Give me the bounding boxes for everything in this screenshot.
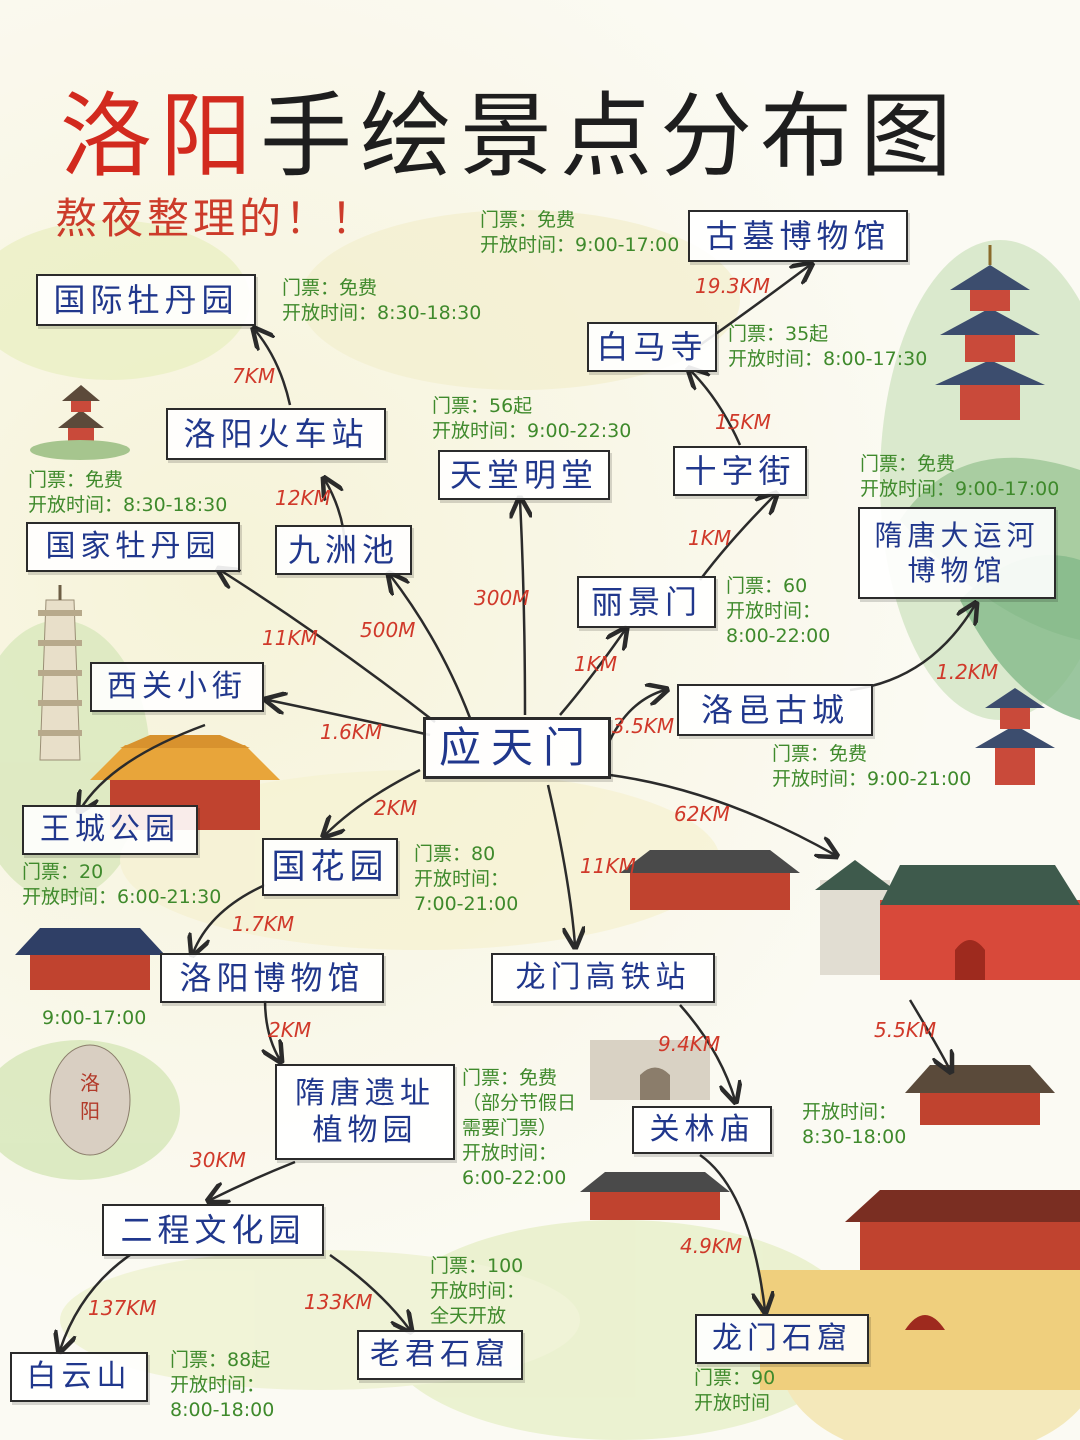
small-pagoda-left <box>30 385 130 460</box>
spot-gumu[interactable]: 古墓博物馆 <box>688 210 908 262</box>
distance-pagoda-hall: 62KM <box>674 802 730 826</box>
spot-shizijie[interactable]: 十字街 <box>673 446 807 496</box>
map-title: 洛阳手绘景点分布图 <box>60 62 960 195</box>
info-yunhe: 门票：免费 开放时间：9:00-17:00 <box>860 453 1060 500</box>
distance-gumu: 19.3KM <box>695 274 770 298</box>
info-gumu: 门票：免费 开放时间：9:00-17:00 <box>480 209 680 256</box>
info-baima: 门票：35起 开放时间：8:00-17:30 <box>728 323 928 370</box>
spot-baima[interactable]: 白马寺 <box>587 322 717 372</box>
title-city: 洛阳 <box>60 83 261 190</box>
title-rest: 手绘景点分布图 <box>260 83 961 190</box>
spot-ercheng[interactable]: 二程文化园 <box>102 1204 324 1256</box>
distance-yunhe: 1.2KM <box>936 660 999 684</box>
spot-jiuzhouchi[interactable]: 九洲池 <box>275 525 412 575</box>
info-guanlin: 开放时间： 8:30-18:00 <box>802 1101 907 1148</box>
distance-ercheng: 30KM <box>190 1148 246 1172</box>
spot-lijingmen[interactable]: 丽景门 <box>577 576 716 628</box>
spot-bowuguan[interactable]: 洛阳博物馆 <box>160 953 384 1003</box>
distance-jiuzhouchi: 500M <box>360 618 416 642</box>
longmen-halls <box>580 1172 1080 1390</box>
distance-luoyi: 3.5KM <box>612 714 675 738</box>
distance-laojun: 133KM <box>304 1290 373 1314</box>
spot-guanlin[interactable]: 关林庙 <box>632 1106 772 1154</box>
spot-wangcheng[interactable]: 王城公园 <box>22 805 198 855</box>
info-guohua: 门票：80 开放时间： 7:00-21:00 <box>414 843 519 915</box>
distance-lijingmen: 1KM <box>574 652 618 676</box>
distance-tiantang: 300M <box>474 586 530 610</box>
pagoda-right-mid <box>975 688 1055 785</box>
distance-mudan-intl: 7KM <box>232 364 276 388</box>
info-longmen: 门票：90 开放时间 <box>694 1367 776 1414</box>
spot-laojun[interactable]: 老君石窟 <box>357 1330 523 1380</box>
spot-tiantang[interactable]: 天堂明堂 <box>438 450 610 500</box>
info-lijingmen: 门票：60 开放时间： 8:00-22:00 <box>726 575 831 647</box>
info-laojun: 门票：100 开放时间： 全天开放 <box>430 1255 526 1327</box>
spot-yunhe[interactable]: 隋唐大运河 博物馆 <box>858 507 1056 599</box>
info-wangcheng: 门票：20 开放时间：6:00-21:30 <box>22 861 222 908</box>
spot-guohua[interactable]: 国花园 <box>262 838 398 896</box>
spot-huochezhan[interactable]: 洛阳火车站 <box>166 408 386 460</box>
distance-mudan-national: 11KM <box>262 626 318 650</box>
distance-guanlin-temple: 5.5KM <box>874 1018 937 1042</box>
distance-baiyun: 137KM <box>88 1296 157 1320</box>
info-mudan-national: 门票：免费 开放时间：8:30-18:30 <box>28 469 228 516</box>
spot-gaotie[interactable]: 龙门高铁站 <box>491 953 715 1003</box>
svg-text:洛: 洛 <box>80 1071 100 1095</box>
spot-suitang[interactable]: 隋唐遗址 植物园 <box>275 1064 455 1160</box>
guanlin-temple-art <box>905 1065 1055 1125</box>
map-subtitle: 熬夜整理的！！ <box>55 194 378 243</box>
spot-yingtianmen[interactable]: 应天门 <box>423 717 611 779</box>
distance-guohua: 2KM <box>374 796 418 820</box>
spot-longmen[interactable]: 龙门石窟 <box>695 1314 869 1364</box>
info-suitang: 门票：免费 （部分节假日 需要门票） 开放时间： 6:00-22:00 <box>462 1067 577 1189</box>
info-luoyi: 门票：免费 开放时间：9:00-21:00 <box>772 743 972 790</box>
distance-baima: 15KM <box>715 410 771 434</box>
spot-xiguan[interactable]: 西关小街 <box>90 662 264 712</box>
distance-longmen: 4.9KM <box>680 1234 743 1258</box>
spot-luoyi[interactable]: 洛邑古城 <box>677 684 873 736</box>
distance-gaotie: 11KM <box>580 854 636 878</box>
spot-mudan-national[interactable]: 国家牡丹园 <box>26 522 240 572</box>
gate-tower-art <box>590 1040 710 1100</box>
distance-huochezhan: 12KM <box>275 486 331 510</box>
luoyang-stone: 洛 阳 <box>49 1044 131 1156</box>
pagoda-top-right <box>935 245 1045 420</box>
svg-text:阳: 阳 <box>80 1099 100 1123</box>
spot-mudan-intl[interactable]: 国际牡丹园 <box>36 274 256 326</box>
museum-hall <box>15 928 165 990</box>
gate-hall-right <box>620 850 1080 980</box>
distance-xiguan: 1.6KM <box>320 720 383 744</box>
distance-bowuguan: 1.7KM <box>232 912 295 936</box>
distance-shizijie: 1KM <box>688 526 732 550</box>
distance-suitang: 2KM <box>268 1018 312 1042</box>
info-bowuguan: 9:00-17:00 <box>42 1007 147 1029</box>
spot-baiyun[interactable]: 白云山 <box>10 1352 148 1402</box>
info-baiyun: 门票：88起 开放时间： 8:00-18:00 <box>170 1349 275 1421</box>
tall-pagoda-left <box>38 585 82 761</box>
distance-guanlin-gate: 9.4KM <box>658 1032 721 1056</box>
info-tiantang: 门票：56起 开放时间：9:00-22:30 <box>432 395 632 442</box>
route-lines <box>60 265 975 1350</box>
info-mudan-intl: 门票：免费 开放时间：8:30-18:30 <box>282 277 482 324</box>
